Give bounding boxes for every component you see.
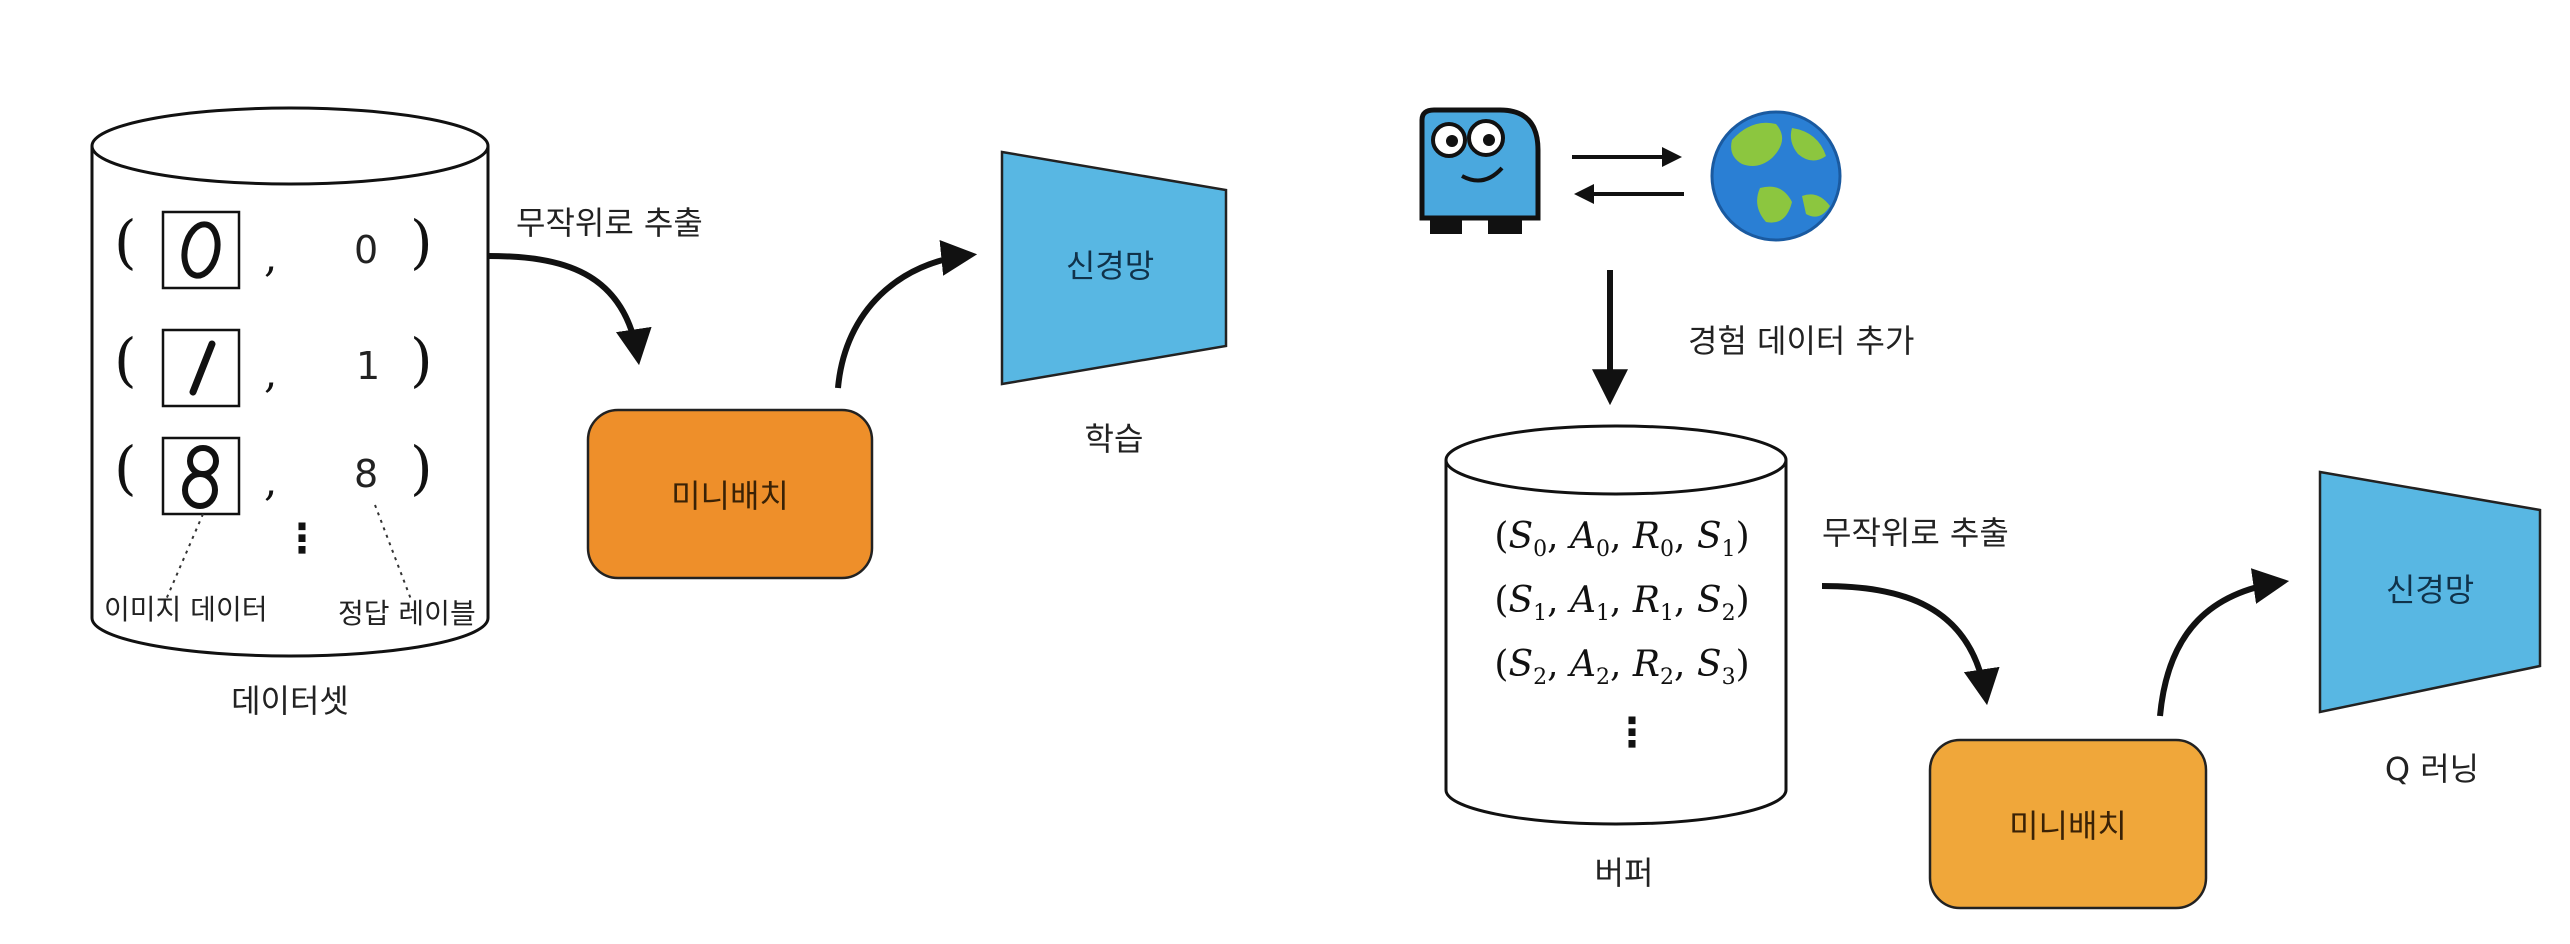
neural-network-left xyxy=(1000,150,1228,386)
agent-robot-icon xyxy=(1419,107,1541,234)
paren-open-1: ( xyxy=(114,326,137,394)
row-label-2: 8 xyxy=(354,452,379,496)
network-label-right: 신경망 xyxy=(2385,571,2475,609)
dataset-label: 데이터셋 xyxy=(231,682,349,720)
comma-2: , xyxy=(264,456,278,505)
mnist-image-0 xyxy=(161,210,241,290)
sample-arrow-right xyxy=(1821,583,2000,706)
buffer-cylinder xyxy=(1444,424,1788,826)
qlearning-label: Q 러닝 xyxy=(2384,750,2480,788)
answer-label-pointer xyxy=(374,504,413,603)
mnist-image-8 xyxy=(161,436,241,516)
neural-network-right xyxy=(2318,470,2542,714)
mnist-image-1 xyxy=(161,328,241,408)
learning-label: 학습 xyxy=(1084,420,1144,458)
experience-label: 경험 데이터 추가 xyxy=(1688,322,1915,360)
minibatch-box-right xyxy=(1928,738,2208,910)
buffer-label: 버퍼 xyxy=(1594,854,1654,892)
comma-0: , xyxy=(264,232,278,281)
sample-label-left: 무작위로 추출 xyxy=(516,204,703,242)
buffer-ellipsis: ⋮ xyxy=(1612,710,1652,756)
buffer-tuple-1: (S1, A1, R1, S2) xyxy=(1494,580,1750,626)
buffer-tuple-2: (S2, A2, R2, S3) xyxy=(1494,644,1750,690)
sample-arrow-left xyxy=(487,253,652,366)
train-arrow-right xyxy=(2157,568,2290,717)
paren-close-0: ) xyxy=(410,208,433,276)
buffer-tuple-0: (S0, A0, R0, S1) xyxy=(1494,516,1750,562)
image-data-label: 이미지 데이터 xyxy=(104,593,268,626)
comma-1: , xyxy=(264,348,278,397)
row-label-0: 0 xyxy=(354,228,379,272)
train-arrow-left xyxy=(835,239,978,389)
minibatch-label-right: 미니배치 xyxy=(2009,807,2127,845)
paren-open-0: ( xyxy=(114,208,137,276)
paren-close-1: ) xyxy=(410,326,433,394)
sample-label-right: 무작위로 추출 xyxy=(1822,514,2009,552)
answer-label-label: 정답 레이블 xyxy=(338,597,476,630)
minibatch-box-left xyxy=(586,408,874,580)
minibatch-label-left: 미니배치 xyxy=(671,477,789,515)
dataset-ellipsis: ⋮ xyxy=(282,516,322,562)
network-label-left: 신경망 xyxy=(1065,247,1155,285)
row-label-1: 1 xyxy=(356,344,381,388)
paren-open-2: ( xyxy=(114,434,137,502)
paren-close-2: ) xyxy=(410,434,433,502)
earth-globe-icon xyxy=(1710,110,1842,242)
